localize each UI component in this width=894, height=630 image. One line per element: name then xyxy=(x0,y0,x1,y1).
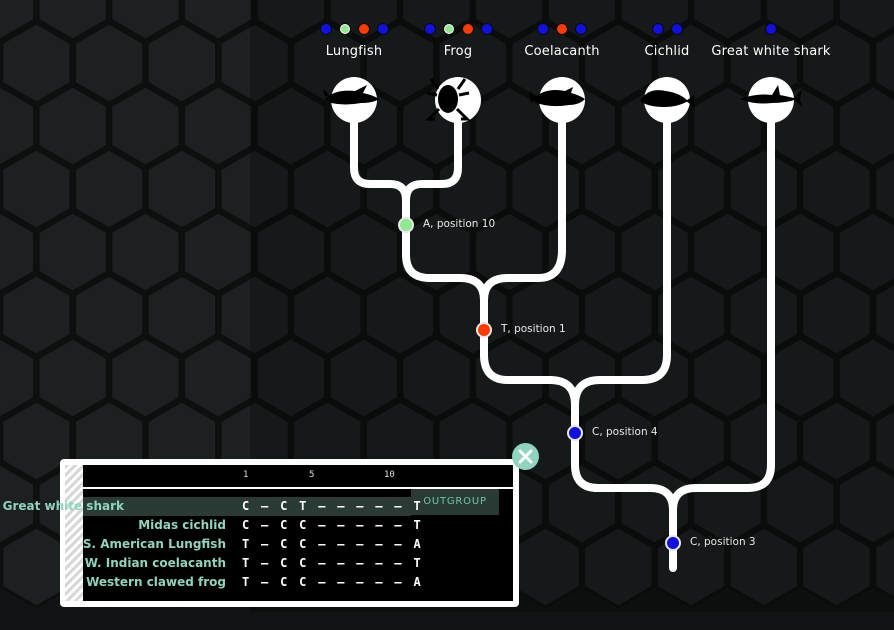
state-dot xyxy=(575,23,587,35)
lungfish-badge[interactable] xyxy=(323,77,379,123)
sequence: T – C C – – – – – A xyxy=(242,575,423,589)
alignment-row[interactable]: Great white shark C – C T – – – – – T xyxy=(3,497,421,516)
tree-node[interactable] xyxy=(476,322,492,338)
taxon-label: Lungfish xyxy=(325,44,383,59)
cichlid-badge[interactable] xyxy=(640,77,694,123)
taxon-label: Cichlid xyxy=(644,44,690,59)
branch-shark xyxy=(571,116,775,572)
alignment-row[interactable]: Midas cichlid C – C C – – – – – T xyxy=(83,516,513,535)
tick-label: 10 xyxy=(384,470,395,480)
frog-icon xyxy=(425,78,471,121)
shark-icon xyxy=(740,85,802,107)
branch-lungfish-frog xyxy=(350,116,462,229)
close-button[interactable] xyxy=(512,443,539,470)
state-dot xyxy=(338,23,351,35)
state-dot xyxy=(423,23,436,35)
sequence: C – C C – – – – – T xyxy=(242,518,423,532)
branch-cichlid xyxy=(480,116,671,437)
coelacanth-icon xyxy=(529,87,585,107)
species-name: S. American Lungfish xyxy=(82,537,226,551)
tick-label: 5 xyxy=(309,470,315,480)
cichlid-icon xyxy=(640,90,694,107)
sequence: T – C C – – – – – A xyxy=(242,537,423,551)
tick-label: 1 xyxy=(243,470,249,480)
sequence: C – C T – – – – – T xyxy=(242,499,423,513)
state-dot xyxy=(651,23,664,35)
tree-node[interactable] xyxy=(398,217,414,233)
state-dot xyxy=(537,23,549,35)
header-divider xyxy=(83,487,513,489)
lungfish-icon xyxy=(323,85,379,105)
sequence: T – C C – – – – – T xyxy=(242,556,423,570)
alignment-row[interactable]: W. Indian coelacanth T – C C – – – – – T xyxy=(83,554,513,573)
close-icon xyxy=(518,449,533,464)
species-name: Western clawed frog xyxy=(86,575,226,589)
node-label: T, position 1 xyxy=(501,323,566,335)
taxon-label: Great white shark xyxy=(711,44,831,59)
taxon-label: Frog xyxy=(443,44,473,59)
species-name: Midas cichlid xyxy=(138,518,226,532)
coelacanth-badge[interactable] xyxy=(529,77,585,123)
state-dot xyxy=(461,23,474,35)
node-label: A, position 10 xyxy=(423,218,496,230)
state-dot xyxy=(376,23,389,35)
state-dot xyxy=(556,23,568,35)
state-dot xyxy=(357,23,370,35)
outgroup-badge: OUTGROUP xyxy=(411,488,499,515)
alignment-row[interactable]: Western clawed frog T – C C – – – – – A xyxy=(83,573,513,592)
tree-node[interactable] xyxy=(665,535,681,551)
tree-node[interactable] xyxy=(567,425,583,441)
alignment-row[interactable]: S. American Lungfish T – C C – – – – – A xyxy=(83,535,513,554)
state-dot xyxy=(765,23,777,35)
state-dot xyxy=(319,23,332,35)
species-name: W. Indian coelacanth xyxy=(84,556,226,570)
node-label: C, position 3 xyxy=(690,536,756,548)
state-dot xyxy=(442,23,455,35)
taxon-label: Coelacanth xyxy=(524,44,600,59)
state-dot xyxy=(670,23,683,35)
species-name: Great white shark xyxy=(2,499,124,513)
branch-coelacanth xyxy=(402,116,566,334)
state-dot xyxy=(480,23,493,35)
node-label: C, position 4 xyxy=(592,426,658,438)
panel-drag-handle[interactable] xyxy=(65,465,83,601)
frog-badge[interactable] xyxy=(425,77,481,123)
shark-badge[interactable] xyxy=(740,77,802,123)
